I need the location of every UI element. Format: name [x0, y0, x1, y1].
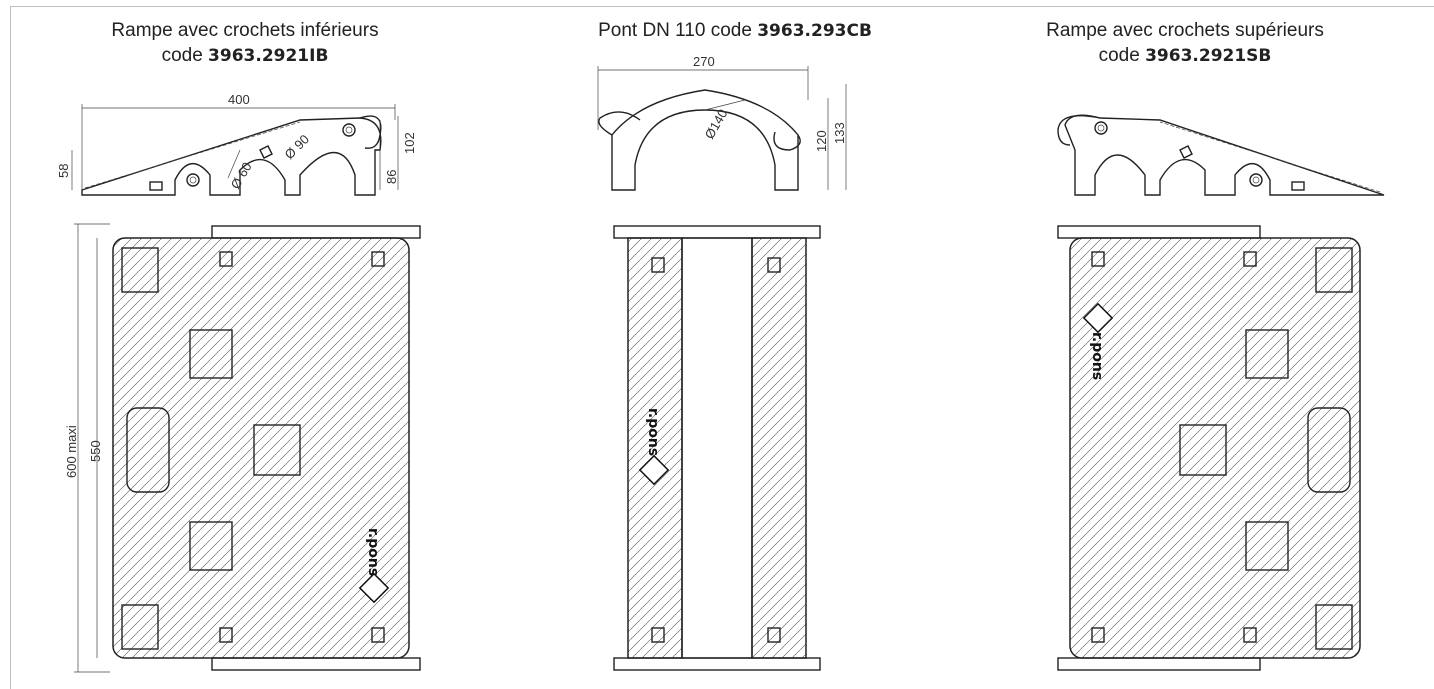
bolt-icon: [1091, 627, 1105, 643]
code-prefix: code: [1098, 45, 1146, 66]
dim-height-total: 133: [832, 122, 847, 144]
fixing-lug-icon: [259, 145, 273, 159]
dim-length: 270: [693, 54, 715, 69]
ramp-lower-top-view: 600 maxi 550 r.pons: [64, 223, 421, 673]
bolt-icon: [1091, 251, 1105, 267]
title-ramp-lower-hooks: Rampe avec crochets inférieurs code 3963…: [60, 18, 430, 69]
code-prefix: code: [161, 45, 209, 66]
title-ramp-upper-hooks: Rampe avec crochets supérieurs code 3963…: [1000, 18, 1370, 69]
product-code: 3963.293CB: [757, 21, 872, 41]
bolt-icon: [371, 627, 385, 643]
bolt-icon: [767, 257, 781, 273]
dim-height-inner: 120: [814, 130, 829, 152]
bolt-icon: [1243, 251, 1257, 267]
ramp-upper-top-view: r.pons: [1057, 225, 1361, 671]
ramp-lower-side-view: 400 58 86 102 Ø 60 Ø 90: [56, 92, 417, 196]
dim-dia: Ø140: [702, 106, 731, 141]
bridge-side-view: 270 120 133 Ø140: [597, 54, 847, 191]
bridge-top-view: r.pons: [613, 225, 821, 671]
svg-text:r.pons: r.pons: [1089, 332, 1105, 380]
bolt-icon: [1243, 627, 1257, 643]
drawing-frame: [10, 6, 1434, 689]
bolt-icon: [767, 627, 781, 643]
dim-dia-big: Ø 90: [282, 132, 313, 163]
ramp-upper-side-view: [1057, 114, 1385, 196]
dim-length: 400: [228, 92, 250, 107]
r-pons-logo-icon: r.pons: [1082, 302, 1114, 380]
svg-text:r.pons: r.pons: [365, 528, 381, 576]
title-bridge: Pont DN 110 code 3963.293CB: [535, 18, 935, 44]
svg-text:r.pons: r.pons: [645, 408, 661, 456]
dim-height-low: 58: [56, 164, 71, 178]
bolt-icon: [219, 251, 233, 267]
bolt-icon: [651, 627, 665, 643]
r-pons-logo-icon: r.pons: [638, 408, 670, 486]
r-pons-logo-icon: r.pons: [358, 528, 390, 604]
title-line1: Rampe avec crochets inférieurs: [111, 20, 379, 41]
bolt-icon: [219, 627, 233, 643]
fixing-lug-icon: [1179, 145, 1193, 159]
dim-dia-small: Ø 60: [228, 160, 255, 192]
product-code: 3963.2921IB: [208, 46, 329, 66]
title-line1: Pont DN 110 code: [598, 20, 758, 41]
product-code: 3963.2921SB: [1145, 46, 1272, 66]
bolt-icon: [651, 257, 665, 273]
dim-inner: 550: [88, 440, 103, 462]
title-line1: Rampe avec crochets supérieurs: [1046, 20, 1324, 41]
dim-height-hook: 86: [384, 170, 399, 184]
dim-overall: 600 maxi: [64, 425, 79, 478]
dim-height-total: 102: [402, 132, 417, 154]
bolt-icon: [371, 251, 385, 267]
